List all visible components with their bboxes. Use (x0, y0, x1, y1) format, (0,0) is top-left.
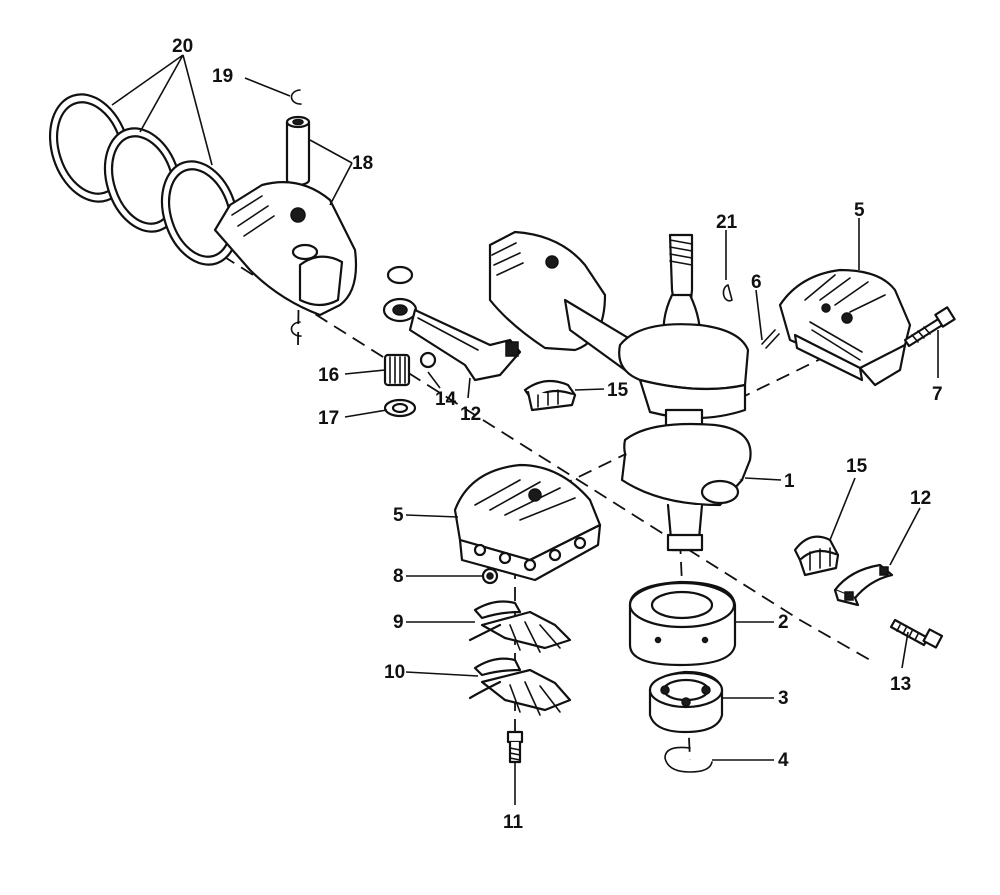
reed-block-upper (778, 268, 912, 387)
ball-bearing (648, 670, 724, 734)
callout-1: 1 (784, 471, 795, 492)
retaining-ring (664, 746, 713, 773)
callout-15-upper: 15 (607, 380, 629, 401)
callout-9: 9 (393, 612, 404, 633)
callout-6: 6 (751, 272, 762, 293)
callout-12-upper: 12 (460, 404, 481, 425)
callout-8: 8 (393, 566, 404, 587)
reed-block-lower (453, 463, 602, 582)
callout-12-lower: 12 (910, 488, 931, 509)
locknut (419, 351, 437, 369)
dowel-pin (761, 329, 780, 349)
callout-21: 21 (716, 212, 738, 233)
callout-16: 16 (318, 365, 339, 386)
callout-2: 2 (778, 612, 789, 633)
needle-bearing-small-end (383, 353, 411, 387)
reed-screw-lower (506, 730, 524, 764)
wrist-pin-clip-bottom (290, 321, 302, 337)
rod-cap (833, 563, 894, 607)
piston-ring-3 (160, 160, 240, 266)
callout-5-upper: 5 (854, 200, 865, 221)
callout-17: 17 (318, 408, 339, 429)
callout-13: 13 (890, 674, 911, 695)
thrust-washer-top (386, 265, 414, 285)
callout-15-lower: 15 (846, 456, 868, 477)
callout-19: 19 (212, 66, 233, 87)
callout-18: 18 (352, 153, 373, 174)
rod-cap-screw (889, 618, 944, 649)
callout-14: 14 (435, 389, 457, 410)
wrist-pin-clip-top (290, 89, 302, 105)
callout-20: 20 (172, 36, 193, 57)
crankshaft (618, 233, 752, 552)
callout-4: 4 (778, 750, 789, 771)
wrist-pin (285, 115, 311, 187)
rod-bearing-cage-lower (793, 535, 840, 577)
bearing-sleeve (628, 580, 737, 667)
callout-5-lower: 5 (393, 505, 404, 526)
reed-petals (468, 600, 572, 653)
rod-bearing-cage-upper (523, 379, 577, 412)
piston-rings (48, 93, 240, 266)
bushing-clip (722, 284, 733, 302)
callout-3: 3 (778, 688, 789, 709)
reed-screw-upper (903, 306, 956, 348)
callout-10: 10 (384, 662, 405, 683)
callout-11: 11 (503, 812, 524, 833)
reed-stop (468, 657, 572, 716)
connecting-rod (382, 265, 522, 382)
callout-labels: 20 19 18 21 5 6 7 16 17 14 12 15 1 15 12… (172, 36, 943, 833)
piston (213, 181, 358, 317)
callout-7: 7 (932, 384, 943, 405)
leader-lines (111, 54, 939, 805)
